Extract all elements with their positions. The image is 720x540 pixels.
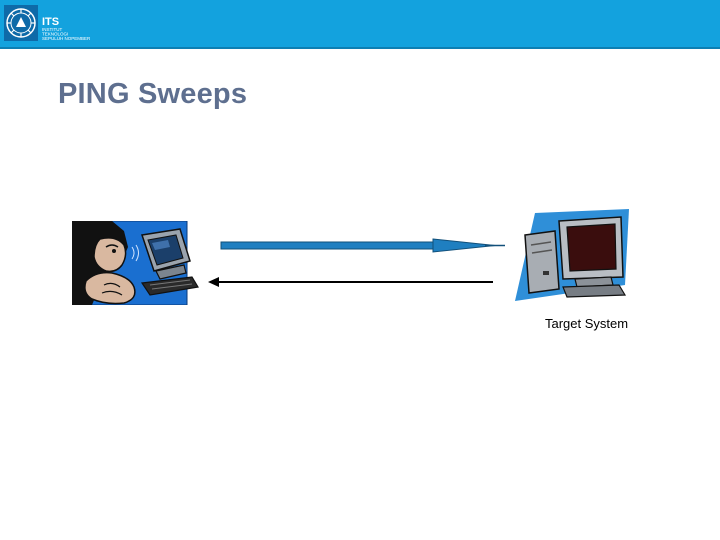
- hacker-at-computer-icon: [72, 221, 199, 305]
- ping-request-arrow-icon: [220, 238, 505, 253]
- logo-subtext-1: INSTITUT: [42, 27, 62, 32]
- logo-subtext-2: TEKNOLOGI: [42, 32, 68, 37]
- its-wordmark-icon: ITS INSTITUT TEKNOLOGI SEPULUH NOPEMBER: [42, 16, 91, 41]
- ping-arrows: [208, 238, 505, 287]
- slide-title: PING Sweeps: [58, 78, 248, 110]
- ping-reply-arrow-icon: [208, 277, 493, 287]
- target-system-label: Target System: [545, 316, 629, 331]
- logo-subtext-3: SEPULUH NOPEMBER: [42, 36, 91, 41]
- its-logo: ITS INSTITUT TEKNOLOGI SEPULUH NOPEMBER: [4, 5, 114, 45]
- logo-text: ITS: [42, 16, 59, 28]
- header-band: ITS INSTITUT TEKNOLOGI SEPULUH NOPEMBER: [0, 0, 720, 49]
- target-computer-icon: [515, 209, 629, 301]
- its-seal-icon: [4, 5, 38, 41]
